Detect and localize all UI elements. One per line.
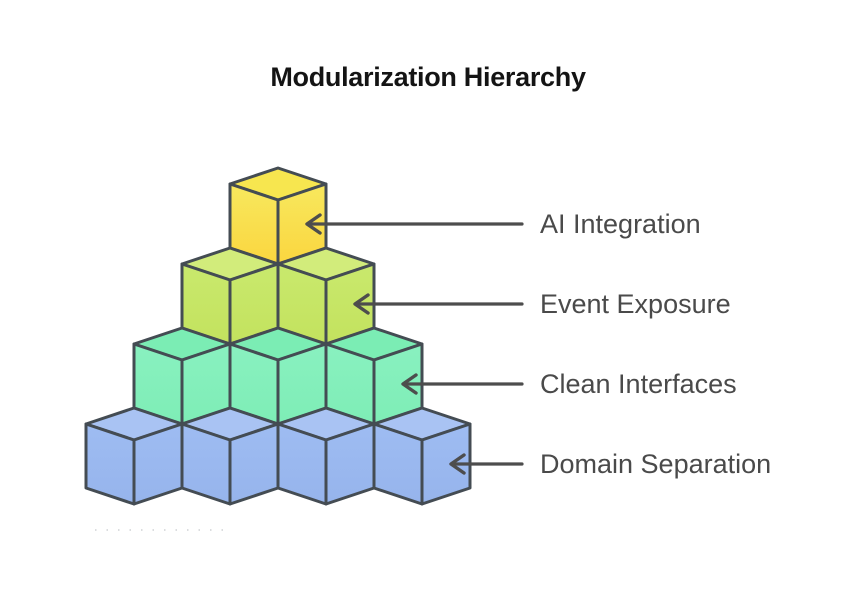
cube-event-exposure-2 (276, 246, 376, 346)
arrowhead-left-icon (353, 293, 370, 315)
label-event-exposure: Event Exposure (540, 289, 731, 319)
arrowhead-left-icon (401, 373, 418, 395)
cube-clean-interfaces-2 (228, 326, 328, 426)
level-clean-interfaces (132, 326, 424, 426)
cube-domain-separation-3 (276, 406, 376, 506)
level-ai-integration (228, 166, 328, 266)
arrow-domain-separation: Domain Separation (449, 449, 771, 479)
cube-clean-interfaces-1 (132, 326, 232, 426)
label-domain-separation: Domain Separation (540, 449, 771, 479)
label-clean-interfaces: Clean Interfaces (540, 369, 737, 399)
cube-domain-separation-2 (180, 406, 280, 506)
label-ai-integration: AI Integration (540, 209, 701, 239)
cube-event-exposure-1 (180, 246, 280, 346)
cube-right-face (420, 422, 472, 506)
level-domain-separation (84, 406, 472, 506)
arrow-clean-interfaces: Clean Interfaces (401, 369, 737, 399)
cube-ai-integration-1 (228, 166, 328, 266)
arrowhead-left-icon (449, 453, 466, 475)
arrow-ai-integration: AI Integration (305, 209, 701, 239)
cube-domain-separation-4 (372, 406, 472, 506)
arrow-event-exposure: Event Exposure (353, 289, 731, 319)
arrowhead-left-icon (305, 213, 322, 235)
cube-clean-interfaces-3 (324, 326, 424, 426)
level-event-exposure (180, 246, 376, 346)
page-title: Modularization Hierarchy (270, 62, 586, 92)
cube-domain-separation-1 (84, 406, 184, 506)
